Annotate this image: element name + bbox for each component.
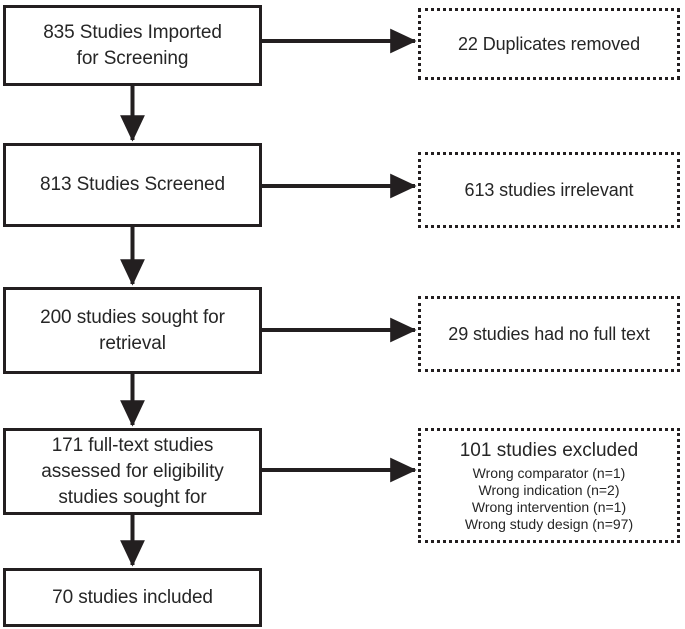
stage-box-imported: 835 Studies Imported for Screening bbox=[3, 5, 262, 86]
exclusion-reason-wrong-intervention: Wrong intervention (n=1) bbox=[471, 499, 627, 515]
exclusion-nofulltext-line-1: 29 studies had no full text bbox=[448, 323, 650, 344]
stage-sought-line-2: retrieval bbox=[99, 332, 166, 354]
stage-fulltext-line-3: studies sought for bbox=[58, 486, 207, 508]
exclusion-duplicates-line-1: 22 Duplicates removed bbox=[458, 33, 640, 54]
exclusion-irrelevant-line-1: 613 studies irrelevant bbox=[464, 179, 634, 200]
exclusion-reason-wrong-indication: Wrong indication (n=2) bbox=[478, 482, 620, 498]
stage-included-line-1: 70 studies included bbox=[52, 586, 213, 608]
stage-box-screened: 813 Studies Screened bbox=[3, 143, 262, 227]
stage-screened-line-1: 813 Studies Screened bbox=[40, 174, 225, 195]
stage-fulltext-line-1: 171 full-text studies bbox=[51, 434, 214, 456]
stage-fulltext-line-2: assessed for eligibility bbox=[41, 460, 224, 482]
stage-box-included: 70 studies included bbox=[3, 568, 262, 627]
exclusion-box-duplicates: 22 Duplicates removed bbox=[418, 8, 680, 80]
exclusion-box-studies-excluded: 101 studies excluded Wrong comparator (n… bbox=[418, 428, 680, 543]
stage-box-fulltext-assessed: 171 full-text studies assessed for eligi… bbox=[3, 428, 262, 515]
stage-imported-line-1: 835 Studies Imported bbox=[43, 21, 222, 43]
stage-box-sought-for-retrieval: 200 studies sought for retrieval bbox=[3, 287, 262, 374]
exclusion-excluded-title: 101 studies excluded bbox=[459, 440, 639, 461]
stage-imported-line-2: for Screening bbox=[76, 47, 189, 69]
exclusion-box-no-full-text: 29 studies had no full text bbox=[418, 296, 680, 372]
stage-sought-line-1: 200 studies sought for bbox=[40, 306, 225, 328]
exclusion-box-irrelevant: 613 studies irrelevant bbox=[418, 152, 680, 228]
exclusion-reason-wrong-study-design: Wrong study design (n=97) bbox=[464, 516, 634, 532]
exclusion-reason-wrong-comparator: Wrong comparator (n=1) bbox=[472, 465, 626, 481]
